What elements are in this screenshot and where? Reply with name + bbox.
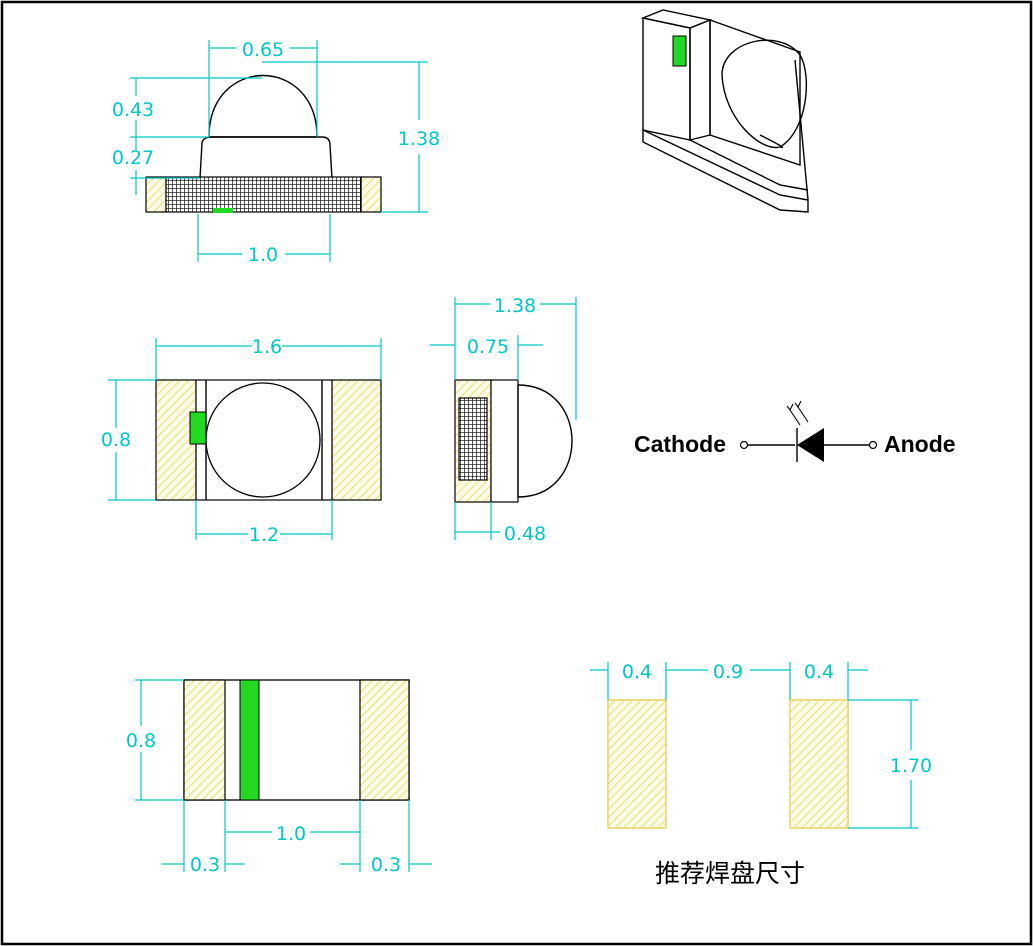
land-right-pad [789,699,849,829]
side-base-width-label: 1.0 [248,244,278,266]
end-body [490,379,519,503]
side-substrate [165,176,362,213]
anode-label: Anode [884,431,956,457]
side-polarity-marker [213,208,233,213]
top-view: 1.6 0.8 1.2 [101,336,382,546]
land-pattern-dimensions: 0.4 0.9 0.4 1.70 [590,661,932,829]
isometric-view [640,9,809,213]
cathode-label: Cathode [634,431,726,457]
bottom-view-dimensions: 0.8 1.0 0.3 0.3 [126,679,432,876]
top-width-label: 0.8 [101,429,131,451]
side-view: 0.65 0.43 0.27 1.38 1.0 [112,39,440,266]
side-view-dimensions: 0.65 0.43 0.27 1.38 1.0 [112,39,440,266]
top-length-label: 1.6 [252,336,282,358]
side-left-pad [145,176,167,213]
end-dome [517,384,573,498]
diode-triangle [797,428,824,462]
end-total-height-label: 1.38 [494,295,536,317]
side-view-outline [145,75,382,213]
top-view-dimensions: 1.6 0.8 1.2 [101,336,382,546]
side-right-pad [360,176,382,213]
bottom-gap-label: 1.0 [276,823,306,845]
bottom-right-pad [359,679,410,801]
bottom-left-pad [183,679,226,801]
side-total-height-label: 1.38 [398,128,440,150]
bottom-polarity-stripe [239,679,260,801]
side-dome-height-label: 0.43 [112,99,154,121]
land-left-pad [607,699,667,829]
land-gap-label: 0.9 [713,661,743,683]
anode-terminal [868,440,878,450]
land-left-pad-width-label: 0.4 [622,661,652,683]
end-substrate [458,397,488,481]
top-polarity-marker [189,411,207,445]
top-lens [205,382,321,498]
cathode-terminal [739,440,749,450]
side-body-height-label: 0.27 [112,147,154,169]
top-right-pad [331,379,382,501]
light-emission-arrows [786,400,809,426]
side-width-label: 0.65 [242,39,284,61]
top-inner-length-label: 1.2 [249,524,279,546]
end-view: 1.38 0.75 0.48 [430,295,577,545]
end-body-height-label: 0.75 [467,336,509,358]
diode-symbol: Cathode Anode [634,400,956,462]
iso-polarity-marker [672,35,687,67]
bottom-width-label: 0.8 [126,730,156,752]
bottom-right-pad-label: 0.3 [371,854,401,876]
bottom-left-pad-label: 0.3 [190,854,220,876]
land-pad-length-label: 1.70 [890,755,932,777]
bottom-view: 0.8 1.0 0.3 0.3 [126,679,432,876]
end-view-dimensions: 1.38 0.75 0.48 [430,295,577,545]
land-pattern: 0.4 0.9 0.4 1.70 推荐焊盘尺寸 [590,661,932,888]
end-pad-height-label: 0.48 [504,523,546,545]
land-right-pad-width-label: 0.4 [804,661,834,683]
land-pattern-caption: 推荐焊盘尺寸 [655,859,805,888]
